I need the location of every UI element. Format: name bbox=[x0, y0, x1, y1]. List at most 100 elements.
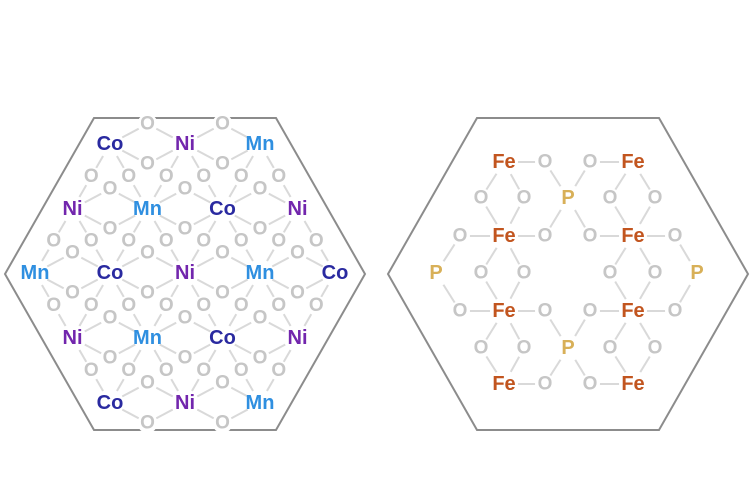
nmc-oxygen-atom: O bbox=[215, 154, 230, 175]
lfp-oxygen-atom: O bbox=[538, 152, 553, 173]
nmc-oxygen-atom: O bbox=[140, 154, 155, 175]
lfp-oxygen-atom-bg bbox=[535, 374, 555, 394]
lfp-oxygen-atom-bg bbox=[645, 188, 665, 208]
nmc-oxygen-atom-bg bbox=[306, 295, 327, 316]
nmc-oxygen-atom: O bbox=[84, 360, 99, 381]
nmc-oxygen-atom-bg bbox=[156, 295, 177, 316]
nmc-atom-co: Co bbox=[97, 392, 124, 414]
nmc-oxygen-atom-bg bbox=[175, 348, 195, 368]
lfp-oxygen-atom: O bbox=[453, 301, 468, 322]
nmc-oxygen-atom: O bbox=[46, 295, 61, 316]
nmc-atom-co: Co bbox=[97, 133, 124, 155]
nmc-atom-ni-bg bbox=[171, 130, 199, 158]
nmc-atom-co: Co bbox=[209, 327, 236, 349]
lfp-oxygen-atom: O bbox=[603, 338, 618, 359]
nmc-oxygen-atom-bg bbox=[81, 231, 102, 251]
nmc-oxygen-atom-bg bbox=[100, 308, 120, 328]
nmc-oxygen-atom: O bbox=[290, 243, 305, 264]
lfp-oxygen-atom-bg bbox=[471, 338, 491, 358]
nmc-atom-mn-bg bbox=[21, 259, 49, 287]
lfp-oxygen-atom: O bbox=[453, 226, 468, 247]
nmc-oxygen-atom-bg bbox=[137, 373, 158, 393]
nmc-hexagon-frame bbox=[3, 117, 367, 431]
lfp-atom-fe: Fe bbox=[492, 225, 515, 247]
nmc-oxygen-atom: O bbox=[234, 295, 249, 316]
lfp-oxygen-atom-bg bbox=[600, 338, 620, 358]
nmc-oxygen-atom-bg bbox=[250, 179, 270, 199]
nmc-oxygen-atom: O bbox=[178, 219, 193, 240]
nmc-oxygen-atom-bg bbox=[137, 114, 158, 134]
nmc-oxygen-atom-bg bbox=[81, 166, 102, 187]
nmc-oxygen-atom-bg bbox=[212, 114, 233, 134]
nmc-oxygen-atom-bg bbox=[212, 413, 233, 433]
nmc-atom-ni-bg bbox=[171, 389, 199, 417]
nmc-atom-ni: Ni bbox=[63, 327, 83, 349]
nmc-oxygen-atom-bg bbox=[156, 231, 177, 251]
nmc-oxygen-atom: O bbox=[215, 283, 230, 304]
nmc-oxygen-atom: O bbox=[196, 231, 211, 252]
lfp-atom-fe-bg bbox=[619, 297, 647, 325]
nmc-atom-co-bg bbox=[208, 195, 237, 223]
nmc-oxygen-atom: O bbox=[234, 360, 249, 381]
nmc-oxygen-atom-bg bbox=[118, 231, 139, 251]
lfp-atom-p: P bbox=[429, 262, 442, 284]
nmc-oxygen-atom-bg bbox=[156, 360, 177, 381]
nmc-atom-ni-bg bbox=[58, 195, 87, 223]
nmc-oxygen-atom-bg bbox=[175, 308, 195, 328]
nmc-atom-mn-bg bbox=[133, 195, 162, 223]
nmc-oxygen-atom-bg bbox=[212, 154, 233, 174]
lfp-oxygen-atom: O bbox=[648, 338, 663, 359]
lfp-oxygen-atom: O bbox=[474, 263, 489, 284]
nmc-oxygen-atom: O bbox=[159, 295, 174, 316]
lfp-atom-fe-bg bbox=[490, 148, 518, 176]
nmc-atom-ni: Ni bbox=[288, 198, 308, 220]
lfp-oxygen-atom-bg bbox=[471, 188, 491, 208]
nmc-oxygen-atom-bg bbox=[287, 243, 308, 263]
nmc-atom-mn: Mn bbox=[246, 262, 275, 284]
lfp-oxygen-atom-bg bbox=[535, 152, 555, 172]
nmc-oxygen-atom: O bbox=[290, 283, 305, 304]
lfp-oxygen-atom: O bbox=[474, 188, 489, 209]
nmc-oxygen-atom: O bbox=[140, 243, 155, 264]
nmc-oxygen-atom-bg bbox=[137, 243, 158, 263]
lfp-atom-fe-bg bbox=[619, 148, 647, 176]
nmc-atom-mn: Mn bbox=[246, 133, 275, 155]
nmc-oxygen-atom-bg bbox=[193, 360, 214, 381]
nmc-oxygen-atom: O bbox=[159, 166, 174, 187]
nmc-oxygen-atom: O bbox=[103, 308, 118, 329]
nmc-oxygen-atom: O bbox=[234, 231, 249, 252]
lfp-atom-p-bg bbox=[554, 184, 582, 212]
nmc-atom-co-bg bbox=[208, 324, 237, 352]
lfp-atom-fe-bg bbox=[490, 297, 518, 325]
nmc-oxygen-atom-bg bbox=[118, 166, 139, 187]
nmc-oxygen-atom-bg bbox=[212, 283, 233, 303]
lfp-oxygen-atom-bg bbox=[600, 263, 620, 283]
lfp-oxygen-atom: O bbox=[648, 188, 663, 209]
lfp-atom-fe: Fe bbox=[492, 373, 515, 395]
nmc-oxygen-atom-bg bbox=[175, 219, 195, 239]
nmc-oxygen-atom-bg bbox=[100, 179, 120, 199]
nmc-oxygen-atom-bg bbox=[43, 231, 64, 251]
nmc-oxygen-atom: O bbox=[196, 295, 211, 316]
nmc-oxygen-atom-bg bbox=[100, 348, 120, 368]
lfp-oxygen-atom: O bbox=[517, 188, 532, 209]
nmc-atom-mn-bg bbox=[246, 130, 274, 158]
nmc-atom-co: Co bbox=[97, 262, 124, 284]
lfp-oxygen-atom: O bbox=[603, 263, 618, 284]
lfp-oxygen-atom-bg bbox=[665, 301, 685, 321]
nmc-atom-mn-bg bbox=[133, 324, 162, 352]
lfp-atom-fe: Fe bbox=[621, 300, 644, 322]
lfp-oxygen-atom-bg bbox=[514, 188, 534, 208]
lfp-atom-fe-bg bbox=[619, 222, 647, 250]
lfp-oxygen-atom: O bbox=[668, 226, 683, 247]
nmc-atom-ni: Ni bbox=[175, 262, 195, 284]
nmc-atom-co-bg bbox=[321, 259, 349, 287]
lfp-atom-p: P bbox=[561, 187, 574, 209]
nmc-oxygen-atom: O bbox=[253, 348, 268, 369]
lfp-oxygen-atom-bg bbox=[514, 338, 534, 358]
